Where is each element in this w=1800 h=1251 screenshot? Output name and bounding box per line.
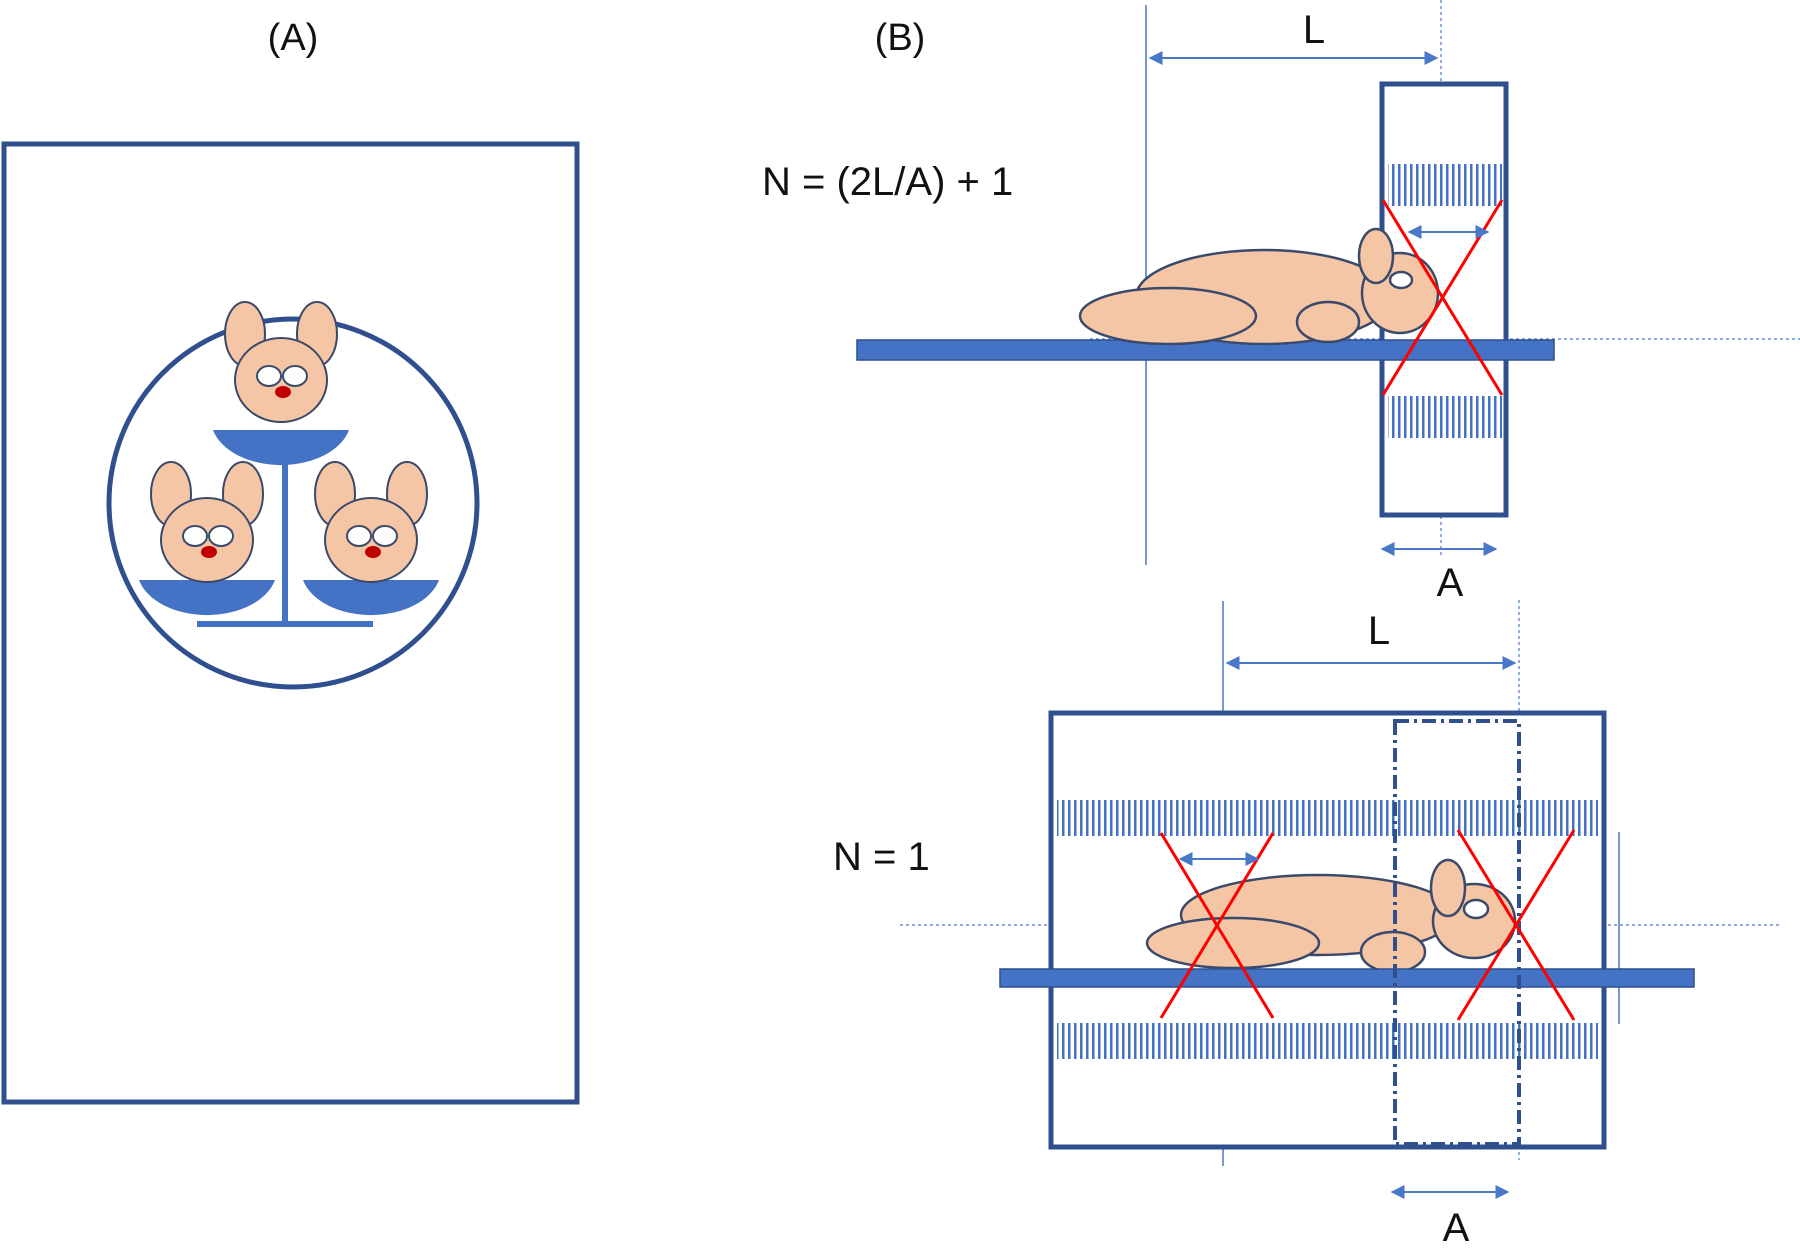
top-aperture-label: A [1437, 561, 1464, 605]
bottom-detector-ring-lower [1057, 1023, 1598, 1059]
mouse-head-bottom-right [303, 461, 439, 616]
bottom-mouse-side-view [1145, 858, 1517, 974]
bottom-bed [999, 968, 1695, 988]
top-detector-ring-upper [1388, 164, 1502, 206]
bottom-aperture-label: A [1443, 1206, 1470, 1250]
mouse-head-top [213, 301, 349, 466]
bottom-detector-ring-upper [1057, 800, 1598, 836]
mouse-head-bottom-left [139, 461, 275, 616]
top-detector-ring-lower [1388, 396, 1502, 438]
bottom-x-mark-right-icon [1456, 829, 1576, 1021]
top-length-label: L [1303, 8, 1325, 52]
bottom-formula: N = 1 [833, 835, 930, 879]
top-bed [856, 339, 1555, 361]
panel-a-label: (A) [268, 17, 319, 59]
panel-b-label: (B) [875, 17, 926, 59]
top-mouse-side-view [1078, 227, 1440, 346]
panel-a-frame [1, 141, 580, 1105]
bottom-length-label: L [1368, 609, 1390, 653]
top-formula: N = (2L/A) + 1 [762, 160, 1013, 204]
